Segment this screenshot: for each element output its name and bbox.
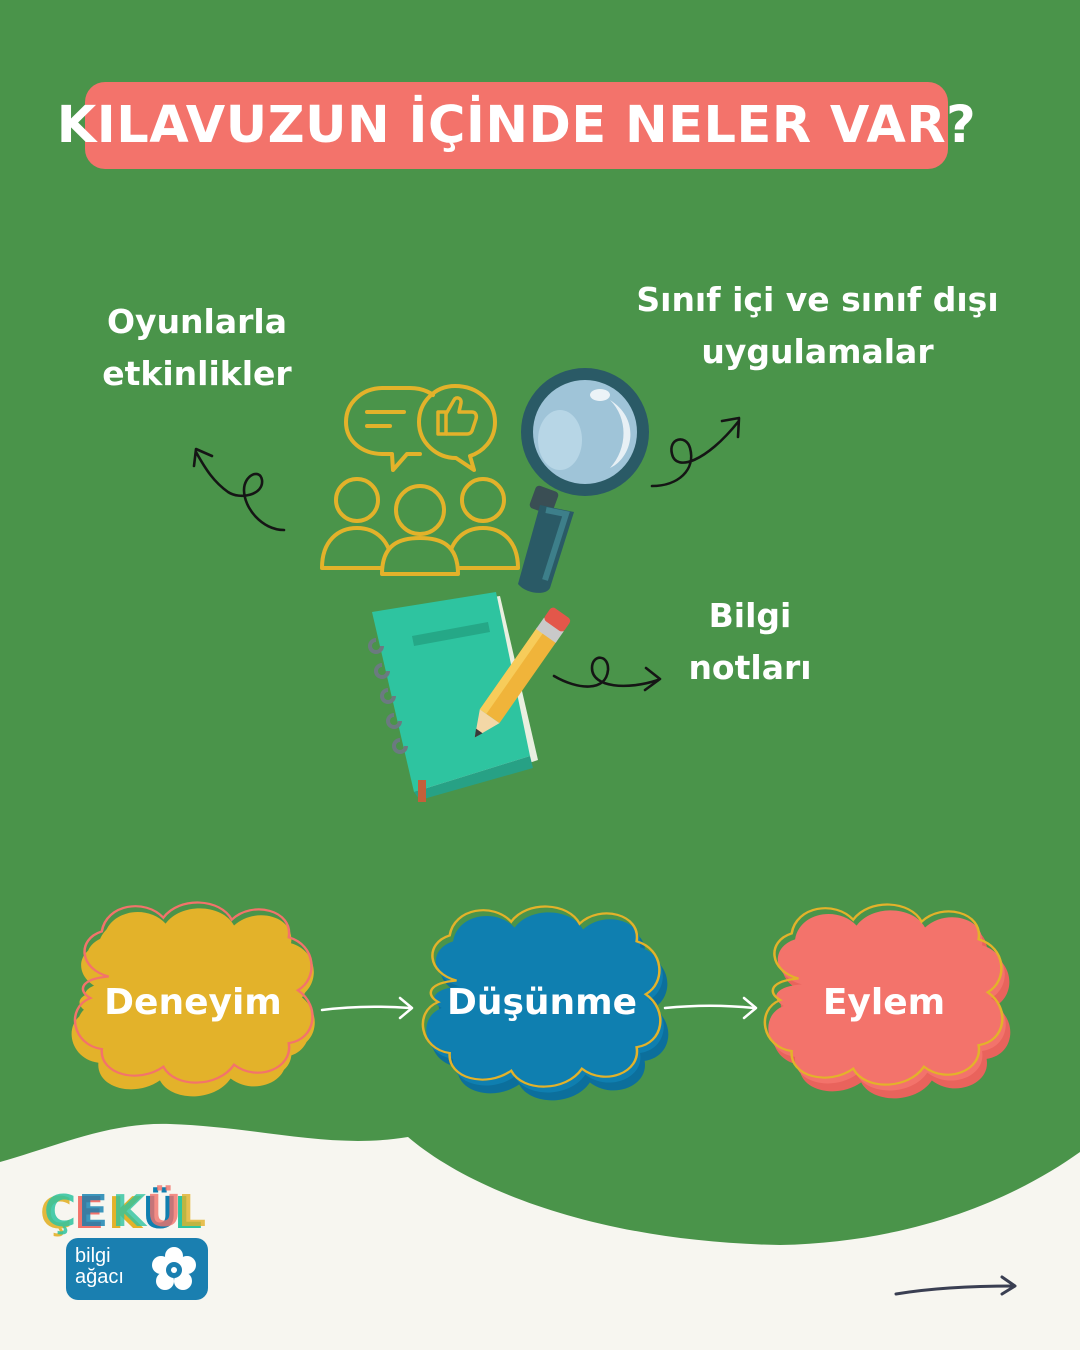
curly-arrow-notes — [552, 656, 660, 688]
logo-subtitle-line1: bilgi — [75, 1245, 111, 1267]
svg-text:L: L — [174, 1188, 202, 1239]
svg-text:E: E — [74, 1188, 104, 1239]
logo-wordmark: Ç Ç E E K K Ü Ü L L — [40, 1184, 206, 1239]
cycle-arrow-2-head — [742, 996, 758, 1020]
svg-text:Ç: Ç — [40, 1188, 72, 1239]
people-icon — [320, 477, 520, 576]
curly-arrow-notes-head — [643, 666, 662, 692]
feature-notes-line1: Bilgi — [708, 596, 792, 635]
feature-practice-label: Sınıf içi ve sınıf dışı uygulamalar — [630, 274, 1005, 378]
cycle-arrow-2 — [663, 1004, 756, 1010]
logo-subtitle-line2: ağacı — [75, 1266, 124, 1288]
feature-games-line1: Oyunlarla — [107, 302, 287, 341]
svg-text:Ü: Ü — [146, 1184, 182, 1237]
cycle-step-3: Eylem — [822, 982, 946, 1023]
cycle-arrow-1 — [320, 1005, 412, 1012]
svg-text:K: K — [108, 1188, 144, 1239]
feature-notes-label: Bilgi notları — [680, 590, 820, 694]
svg-text:E: E — [78, 1186, 108, 1237]
feature-games-label: Oyunlarla etkinlikler — [90, 296, 304, 400]
next-arrow-icon[interactable] — [892, 1272, 1020, 1300]
footer-wave — [0, 1123, 1080, 1350]
magnifier-icon — [518, 368, 649, 593]
cycle-step-1: Deneyim — [104, 982, 282, 1023]
feature-practice-line2: uygulamalar — [701, 332, 934, 371]
cycle-arrow-1-head — [398, 996, 414, 1020]
svg-text:Ç: Ç — [44, 1186, 76, 1237]
feature-games-line2: etkinlikler — [102, 354, 292, 393]
svg-text:Ü: Ü — [142, 1186, 178, 1239]
svg-text:K: K — [112, 1186, 148, 1237]
logo-subtitle: bilgi ağacı — [75, 1246, 124, 1288]
thumbs-up-icon — [436, 396, 479, 436]
cycle-step-2: Düşünme — [446, 982, 638, 1023]
svg-text:L: L — [178, 1186, 206, 1237]
curly-arrow-games-head — [192, 447, 214, 468]
chat-bubbles-icon — [344, 384, 497, 472]
notebook-icon — [368, 592, 538, 802]
feature-practice-line1: Sınıf içi ve sınıf dışı — [636, 280, 999, 319]
logo-flower-icon — [152, 1247, 196, 1290]
curly-arrow-games — [194, 450, 286, 532]
title-banner: KILAVUZUN İÇİNDE NELER VAR? — [57, 82, 976, 169]
pencil-icon — [474, 607, 571, 738]
curly-arrow-practice — [650, 420, 740, 488]
page-title: KILAVUZUN İÇİNDE NELER VAR? — [56, 96, 977, 155]
brand-logo: Ç Ç E E K K Ü Ü L L — [40, 1184, 208, 1300]
curly-arrow-practice-head — [720, 416, 741, 439]
feature-notes-line2: notları — [688, 648, 812, 687]
